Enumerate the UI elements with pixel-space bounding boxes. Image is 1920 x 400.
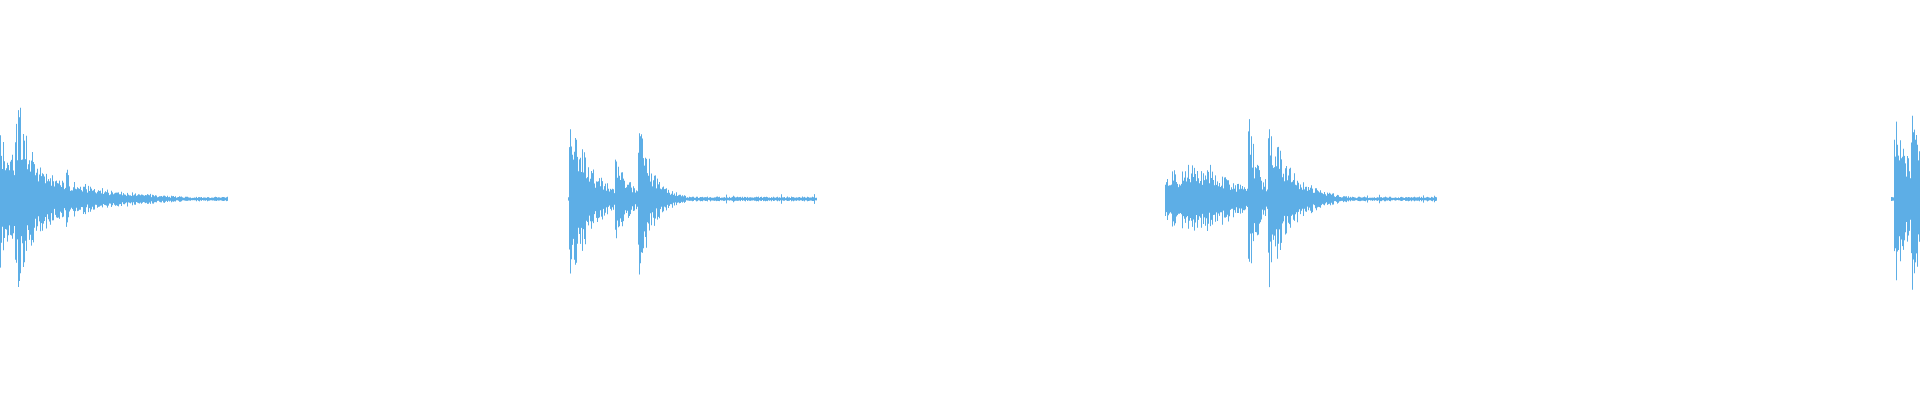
waveform-clip-1[interactable]	[0, 107, 228, 287]
waveform-clip-2[interactable]	[568, 129, 817, 275]
waveform-clip-1-body	[0, 107, 228, 287]
waveform-clip-3[interactable]	[1165, 119, 1437, 288]
waveform-clip-2-body	[568, 129, 817, 275]
waveform-clip-4[interactable]	[1891, 115, 1920, 290]
waveform-clip-4-body	[1891, 115, 1920, 290]
